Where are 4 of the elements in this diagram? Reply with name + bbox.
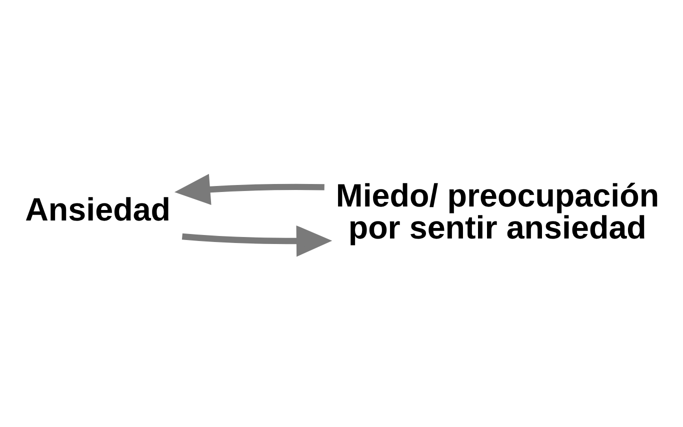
node-text: Miedo/ preocupación por sentir ansiedad [336, 176, 660, 246]
arrow [174, 173, 324, 204]
arrow [182, 224, 332, 256]
node-text: Ansiedad [25, 191, 171, 228]
